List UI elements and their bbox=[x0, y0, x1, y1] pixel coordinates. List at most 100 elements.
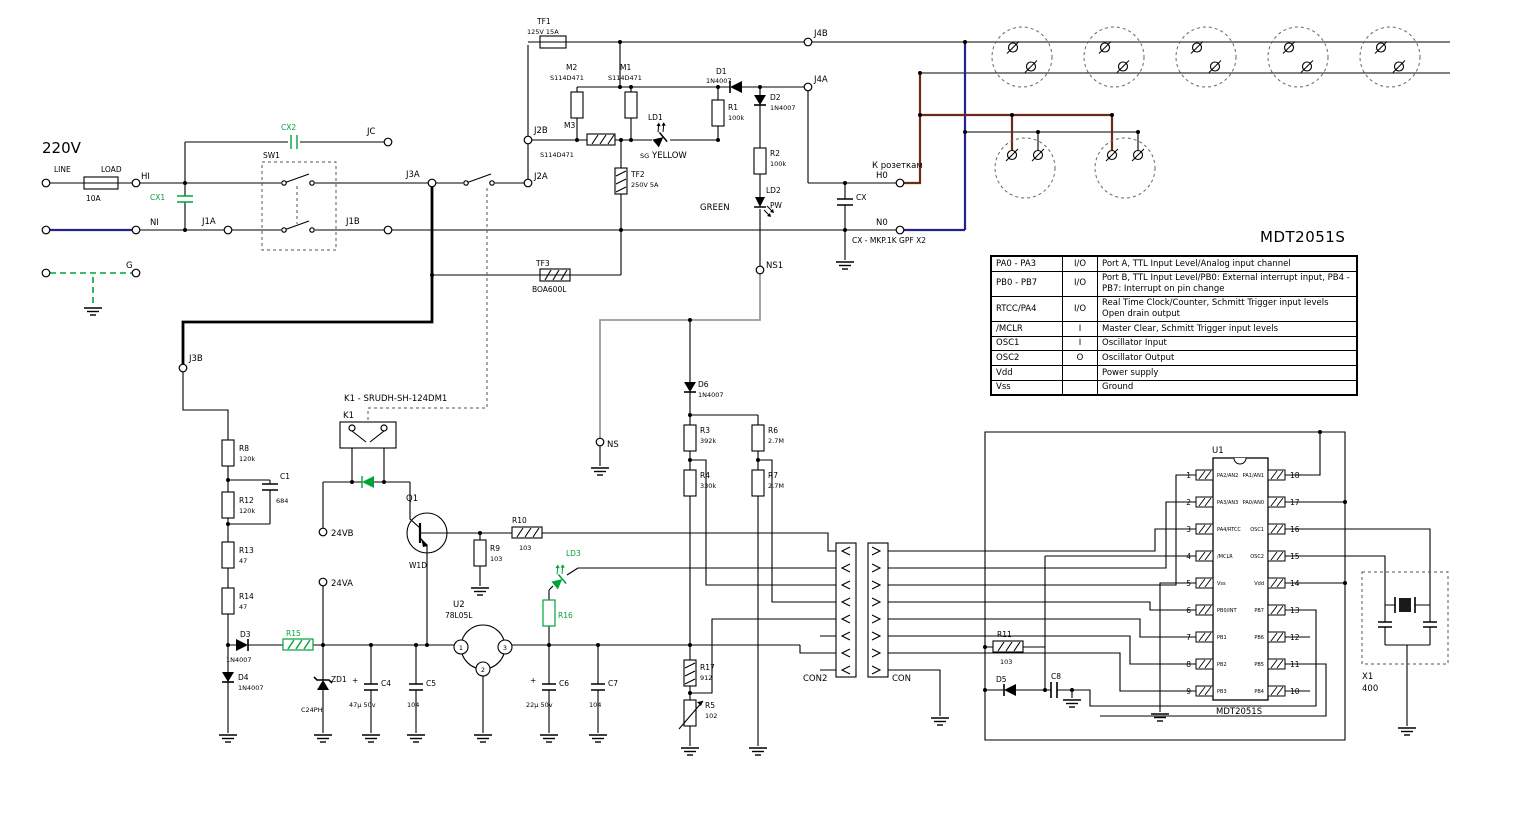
led-ld1 bbox=[645, 119, 676, 149]
c7-ref: C7 bbox=[608, 679, 618, 688]
pin-name-1: PA2/AN2 bbox=[1217, 473, 1238, 479]
h0-label: H0 bbox=[876, 171, 888, 181]
varistor-m2 bbox=[570, 91, 584, 119]
pin-name-18: PA1/AN1 bbox=[1243, 473, 1264, 479]
j4a-label: J4A bbox=[813, 75, 828, 85]
pin-num-4: 4 bbox=[1186, 552, 1191, 561]
r14-val: 47 bbox=[239, 603, 247, 611]
j3b-label: J3B bbox=[188, 354, 203, 364]
resistor-r7 bbox=[751, 469, 765, 497]
pin-num-14: 14 bbox=[1290, 579, 1300, 588]
pin-name-10: PB4 bbox=[1254, 689, 1264, 695]
diode-d4 bbox=[222, 672, 234, 683]
terminal-n0 bbox=[895, 225, 905, 235]
pin-name-14: Vdd bbox=[1254, 581, 1264, 587]
r13-ref: R13 bbox=[239, 546, 254, 555]
resistor-r9 bbox=[473, 539, 487, 567]
u1-part: MDT2051S bbox=[1216, 707, 1262, 717]
diode-d1 bbox=[729, 81, 742, 93]
varistor-m3 bbox=[586, 133, 616, 146]
ld2-tag: PW bbox=[770, 201, 783, 210]
relay-k1 bbox=[339, 421, 397, 449]
m2-ref: M2 bbox=[566, 63, 577, 72]
pin-num-18: 18 bbox=[1290, 471, 1300, 480]
ld3-ref: LD3 bbox=[566, 549, 581, 558]
trimmer-r5 bbox=[678, 699, 704, 730]
d6-ref: D6 bbox=[698, 380, 709, 389]
diode-d5 bbox=[1003, 684, 1016, 696]
pin-name-17: PA0/AN0 bbox=[1243, 500, 1264, 506]
fuse-10a bbox=[83, 176, 119, 190]
switch-blades bbox=[281, 173, 495, 233]
pin-name-8: PB2 bbox=[1217, 662, 1227, 668]
d2-ref: D2 bbox=[770, 93, 781, 102]
r1-ref: R1 bbox=[728, 103, 738, 112]
x1-ref: X1 bbox=[1362, 672, 1373, 682]
resistor-r2 bbox=[753, 147, 767, 175]
j2a-label: J2A bbox=[533, 172, 548, 182]
ld1-color: YELLOW bbox=[651, 151, 687, 161]
terminal-neutral-in bbox=[41, 225, 51, 235]
ld1-tag: SG bbox=[640, 152, 649, 160]
r11-val: 103 bbox=[1000, 658, 1012, 666]
pin-name-2: PA3/AN3 bbox=[1217, 500, 1238, 506]
pin-name-15: OSC2 bbox=[1250, 554, 1264, 560]
c4-val: 47µ 50v bbox=[349, 701, 376, 709]
pin-name-7: PB1 bbox=[1217, 635, 1227, 641]
ld2-ref: LD2 bbox=[766, 186, 781, 195]
pin-num-11: 11 bbox=[1290, 660, 1300, 669]
tf1-ref: TF1 bbox=[536, 17, 551, 26]
terminal-ns bbox=[595, 437, 605, 447]
r5-ref: R5 bbox=[705, 701, 715, 710]
r12-val: 120k bbox=[239, 507, 255, 515]
terminal-24va bbox=[318, 577, 328, 587]
r13-val: 47 bbox=[239, 557, 247, 565]
u2-pin3: 3 bbox=[503, 644, 507, 652]
r4-ref: R4 bbox=[700, 471, 710, 480]
ns-label: NS bbox=[607, 440, 619, 450]
connector-con bbox=[867, 542, 889, 678]
c7-val: 104 bbox=[589, 701, 601, 709]
pin-name-11: PB5 bbox=[1254, 662, 1264, 668]
j4b-label: J4B bbox=[813, 29, 828, 39]
resistor-r6 bbox=[751, 424, 765, 452]
mains-wiring bbox=[50, 41, 1450, 466]
pin-num-7: 7 bbox=[1186, 633, 1191, 642]
r6-ref: R6 bbox=[768, 426, 778, 435]
d3-ref: D3 bbox=[240, 630, 251, 639]
pin-num-10: 10 bbox=[1290, 687, 1300, 696]
c1-val: 684 bbox=[276, 497, 288, 505]
m3-ref: M3 bbox=[564, 121, 575, 130]
m3-val: S114D471 bbox=[540, 151, 574, 159]
junction-dots bbox=[183, 40, 1347, 695]
sw1-label: SW1 bbox=[263, 151, 280, 160]
d4-ref: D4 bbox=[238, 673, 249, 682]
capacitor-cx bbox=[837, 198, 853, 206]
c4-pol: + bbox=[352, 676, 358, 685]
sw1-outline bbox=[261, 161, 337, 251]
cx-note: CX - MKP.1K GPF X2 bbox=[852, 236, 926, 245]
j1a-label: J1A bbox=[201, 217, 216, 227]
terminal-j4a bbox=[803, 82, 813, 92]
m2-val: S114D471 bbox=[550, 74, 584, 82]
c1-ref: C1 bbox=[280, 472, 290, 481]
d5-ref: D5 bbox=[996, 675, 1007, 684]
tf1-val: 125V 15A bbox=[527, 28, 559, 36]
resistor-r10 bbox=[511, 526, 543, 539]
terminal-h0 bbox=[895, 178, 905, 188]
pin-name-13: PB7 bbox=[1254, 608, 1264, 614]
cx1-label: CX1 bbox=[150, 193, 165, 202]
crystal-x1 bbox=[1361, 571, 1449, 665]
ns1-label: NS1 bbox=[766, 261, 783, 271]
tf2-ref: TF2 bbox=[630, 170, 645, 179]
resistor-r1 bbox=[711, 99, 725, 127]
connector-con2 bbox=[835, 542, 857, 678]
d3-val: 1N4007 bbox=[226, 656, 252, 664]
transistor-q1 bbox=[406, 482, 512, 645]
capacitor-c5 bbox=[409, 683, 423, 691]
v24b-label: 24VB bbox=[331, 529, 354, 539]
tf3-ref: TF3 bbox=[535, 259, 550, 268]
con2-label: CON2 bbox=[803, 674, 827, 684]
